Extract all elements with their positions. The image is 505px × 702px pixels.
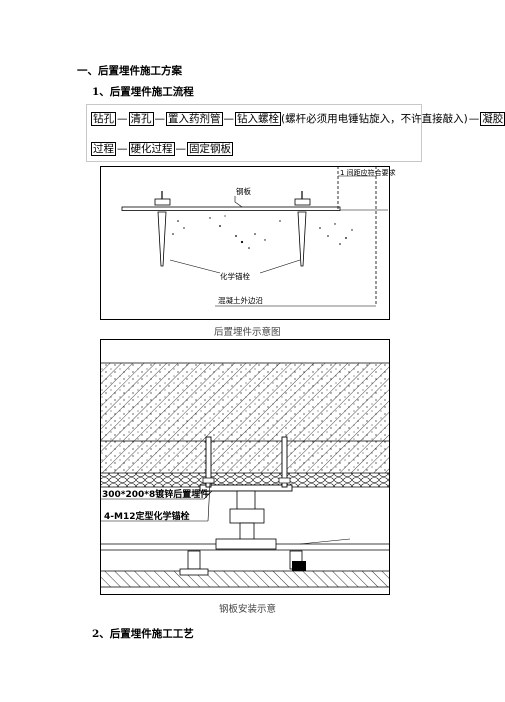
- embed-plate: [199, 484, 293, 492]
- section-heading: 一、后置埋件施工方案: [77, 65, 182, 77]
- anchor-bolt-left: [154, 191, 171, 267]
- flow-note: (螺杆必须用电锤钻旋入，不许直接敲入): [281, 113, 468, 125]
- flow-step: 凝胶: [480, 112, 505, 126]
- flow-step: 钻孔: [91, 112, 116, 126]
- flow-row-1: 钻孔—清孔—置入药剂管—钻入螺栓(螺杆必须用电锤钻旋入，不许直接敲入)—凝胶: [91, 112, 505, 126]
- aggregate-dots: [172, 215, 353, 249]
- chemical-bolts: [202, 436, 291, 488]
- flow-step: 过程: [91, 142, 116, 156]
- anchor-bolt-right: [294, 191, 311, 267]
- bolt-label: 4-M12定型化学锚栓: [104, 510, 189, 522]
- anchor-label: 化学锚栓: [220, 271, 250, 281]
- figure1-caption: 后置埋件示意图: [214, 327, 281, 338]
- flow-heading: 1、后置埋件施工流程: [92, 86, 194, 98]
- flow-step: 硬化过程: [128, 142, 175, 156]
- bracket-assembly: [179, 490, 303, 576]
- edge-label: 混凝土外边沿: [218, 295, 263, 305]
- flow-row-2: 过程—硬化过程—固定钢板: [91, 142, 233, 156]
- flow-step: 清孔: [128, 112, 154, 126]
- anchor-diagram: 1 间距应符合要求 钢板 化学锚栓 混凝土外边沿: [100, 166, 396, 320]
- flow-step: 钻入螺栓: [235, 112, 281, 126]
- flow-step: 置入药剂管: [166, 112, 223, 126]
- embed-label: 300*200*8镀锌后置埋件: [102, 488, 209, 500]
- plate-install-diagram: 300*200*8镀锌后置埋件 4-M12定型化学锚栓: [100, 339, 390, 595]
- spacing-label: 1 间距应符合要求: [340, 168, 396, 177]
- flow-chart: 钻孔—清孔—置入药剂管—钻入螺栓(螺杆必须用电锤钻旋入，不许直接敲入)—凝胶 过…: [86, 104, 505, 162]
- figure2-caption: 钢板安装示意: [219, 604, 277, 615]
- flow-step: 固定钢板: [187, 142, 233, 156]
- process-heading: 2、后置埋件施工工艺: [92, 628, 194, 640]
- plate-label: 钢板: [236, 186, 251, 196]
